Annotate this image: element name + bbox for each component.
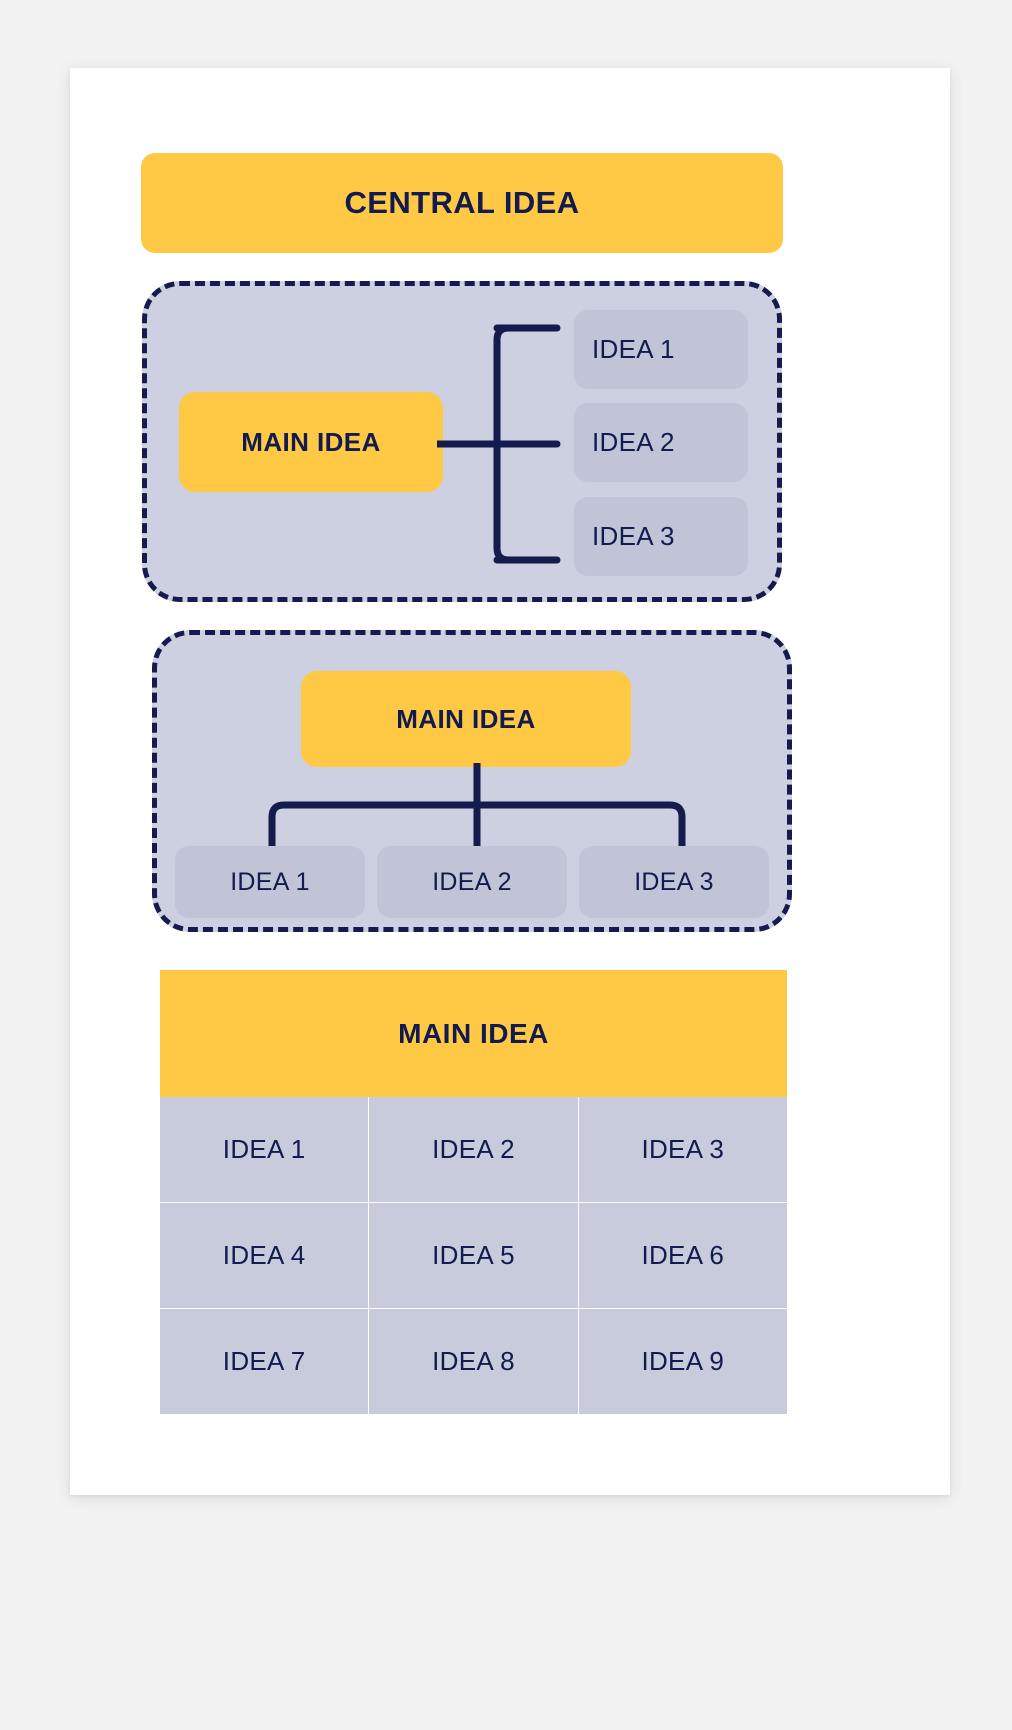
table-cell[interactable]: IDEA 5 bbox=[369, 1203, 578, 1308]
central-idea-label: CENTRAL IDEA bbox=[344, 185, 580, 220]
table-cell[interactable]: IDEA 6 bbox=[578, 1203, 787, 1308]
table-cell[interactable]: IDEA 3 bbox=[578, 1097, 787, 1202]
group1-idea-label-1: IDEA 1 bbox=[592, 334, 675, 364]
group1-idea-label-2: IDEA 2 bbox=[592, 427, 675, 457]
group2-tree-connector bbox=[268, 763, 686, 849]
table-cell[interactable]: IDEA 1 bbox=[160, 1097, 369, 1202]
main-idea-group-vertical[interactable]: MAIN IDEA IDEA 1 IDEA 2 IDEA 3 bbox=[152, 630, 792, 932]
group2-main-idea-label: MAIN IDEA bbox=[396, 703, 536, 734]
group2-idea-node-1[interactable]: IDEA 1 bbox=[175, 846, 365, 918]
table-cell[interactable]: IDEA 9 bbox=[578, 1309, 787, 1414]
group1-main-idea-label: MAIN IDEA bbox=[241, 426, 381, 457]
main-idea-group-horizontal[interactable]: MAIN IDEA IDEA 1 IDEA 2 IDEA 3 bbox=[142, 281, 782, 602]
table-cell[interactable]: IDEA 4 bbox=[160, 1203, 369, 1308]
group1-idea-node-1[interactable]: IDEA 1 bbox=[574, 310, 748, 389]
group1-idea-label-3: IDEA 3 bbox=[592, 521, 675, 551]
idea-table: MAIN IDEA IDEA 1 IDEA 2 IDEA 3 IDEA 4 ID… bbox=[160, 970, 787, 1414]
group2-idea-node-2[interactable]: IDEA 2 bbox=[377, 846, 567, 918]
table-header-main-idea[interactable]: MAIN IDEA bbox=[160, 970, 787, 1097]
group1-main-idea-node[interactable]: MAIN IDEA bbox=[179, 392, 443, 492]
central-idea-node[interactable]: CENTRAL IDEA bbox=[141, 153, 783, 253]
group1-idea-node-2[interactable]: IDEA 2 bbox=[574, 403, 748, 482]
group2-idea-row: IDEA 1 IDEA 2 IDEA 3 bbox=[175, 846, 775, 918]
group2-main-idea-node[interactable]: MAIN IDEA bbox=[301, 671, 631, 767]
group2-idea-label-2: IDEA 2 bbox=[432, 867, 512, 896]
diagram-card: CENTRAL IDEA MAIN IDEA IDEA 1 IDEA 2 IDE bbox=[70, 68, 950, 1495]
table-cell[interactable]: IDEA 8 bbox=[369, 1309, 578, 1414]
table-cell[interactable]: IDEA 7 bbox=[160, 1309, 369, 1414]
group2-idea-label-1: IDEA 1 bbox=[230, 867, 310, 896]
table-header-label: MAIN IDEA bbox=[398, 1017, 549, 1049]
table-cell[interactable]: IDEA 2 bbox=[369, 1097, 578, 1202]
group1-bracket-connector bbox=[437, 324, 561, 564]
group2-idea-label-3: IDEA 3 bbox=[634, 867, 714, 896]
group1-idea-node-3[interactable]: IDEA 3 bbox=[574, 497, 748, 576]
table-body: IDEA 1 IDEA 2 IDEA 3 IDEA 4 IDEA 5 IDEA … bbox=[160, 1097, 787, 1414]
group2-idea-node-3[interactable]: IDEA 3 bbox=[579, 846, 769, 918]
